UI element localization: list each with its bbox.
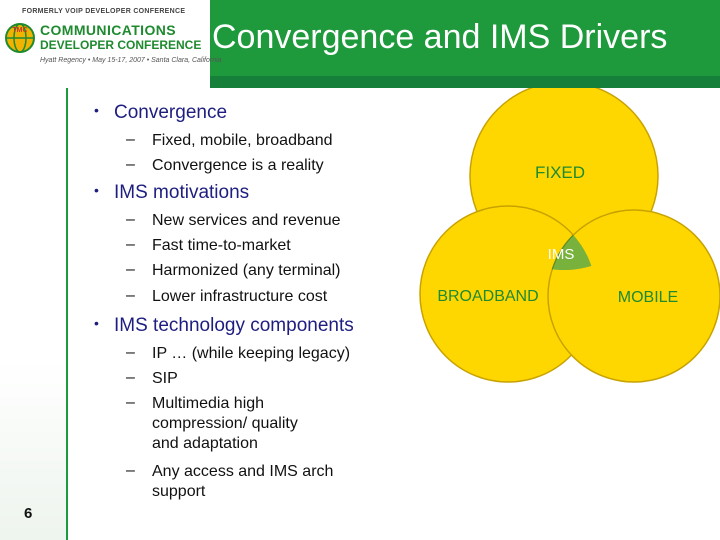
conference-logo: FORMERLY VOIP DEVELOPER CONFERENCE TMC C… [2, 8, 222, 80]
sub-bullet-text: IP … (while keeping legacy) [152, 345, 351, 362]
logo-top-text: FORMERLY VOIP DEVELOPER CONFERENCE [22, 8, 186, 15]
bullet-dot-icon: • [94, 315, 99, 331]
header-shadow [210, 76, 720, 88]
header-background [210, 0, 720, 88]
slide-title: Convergence and IMS Drivers [212, 18, 668, 56]
dash-icon: – [126, 131, 135, 148]
fixed-label: FIXED [535, 163, 585, 182]
sub-bullet-text: Fast time-to-market [152, 237, 291, 254]
logo-mark-text: TMC [12, 27, 27, 34]
ims-label: IMS [548, 246, 575, 263]
bullet-text: IMS technology components [114, 315, 354, 336]
mobile-circle [547, 209, 720, 383]
dash-icon: – [126, 236, 135, 253]
mobile-label: MOBILE [618, 289, 678, 306]
dash-icon: – [126, 369, 135, 386]
logo-line-1: COMMUNICATIONS [40, 22, 176, 38]
bullet-dot-icon: • [94, 182, 99, 198]
bullet-text: IMS motivations [114, 182, 250, 203]
dash-icon: – [126, 344, 135, 361]
dash-icon: – [126, 156, 135, 173]
dash-icon: – [126, 211, 135, 228]
bullet-dot-icon: • [94, 102, 99, 118]
dash-icon: – [126, 394, 135, 411]
left-decor-strip [0, 88, 68, 540]
dash-icon: – [126, 287, 135, 304]
dash-icon: – [126, 462, 135, 479]
sub-bullet-text: Any access and IMS arch support [152, 463, 334, 500]
sub-bullet-text: SIP [152, 370, 178, 387]
globe-logo-icon: TMC [5, 23, 35, 53]
logo-line-2: DEVELOPER CONFERENCE [40, 38, 202, 52]
sub-bullet-text: Convergence is a reality [152, 157, 324, 174]
sub-bullet-text: Lower infrastructure cost [152, 288, 328, 305]
page-number: 6 [24, 505, 33, 522]
header-bar: Convergence and IMS Drivers FORMERLY VOI… [0, 0, 720, 88]
bullet-text: Convergence [114, 102, 228, 123]
sub-bullet-text: Harmonized (any terminal) [152, 262, 341, 279]
sub-bullet-text: Multimedia high compression/ quality and… [152, 395, 298, 452]
sub-bullet-text: New services and revenue [152, 212, 341, 229]
broadband-label: BROADBAND [437, 288, 538, 305]
logo-subtitle: Hyatt Regency • May 15-17, 2007 • Santa … [40, 57, 222, 64]
dash-icon: – [126, 261, 135, 278]
left-divider-line [66, 88, 68, 540]
sub-bullet-text: Fixed, mobile, broadband [152, 132, 333, 149]
venn-diagram: FIXED IMS BROADBAND MOBILE [419, 88, 720, 383]
